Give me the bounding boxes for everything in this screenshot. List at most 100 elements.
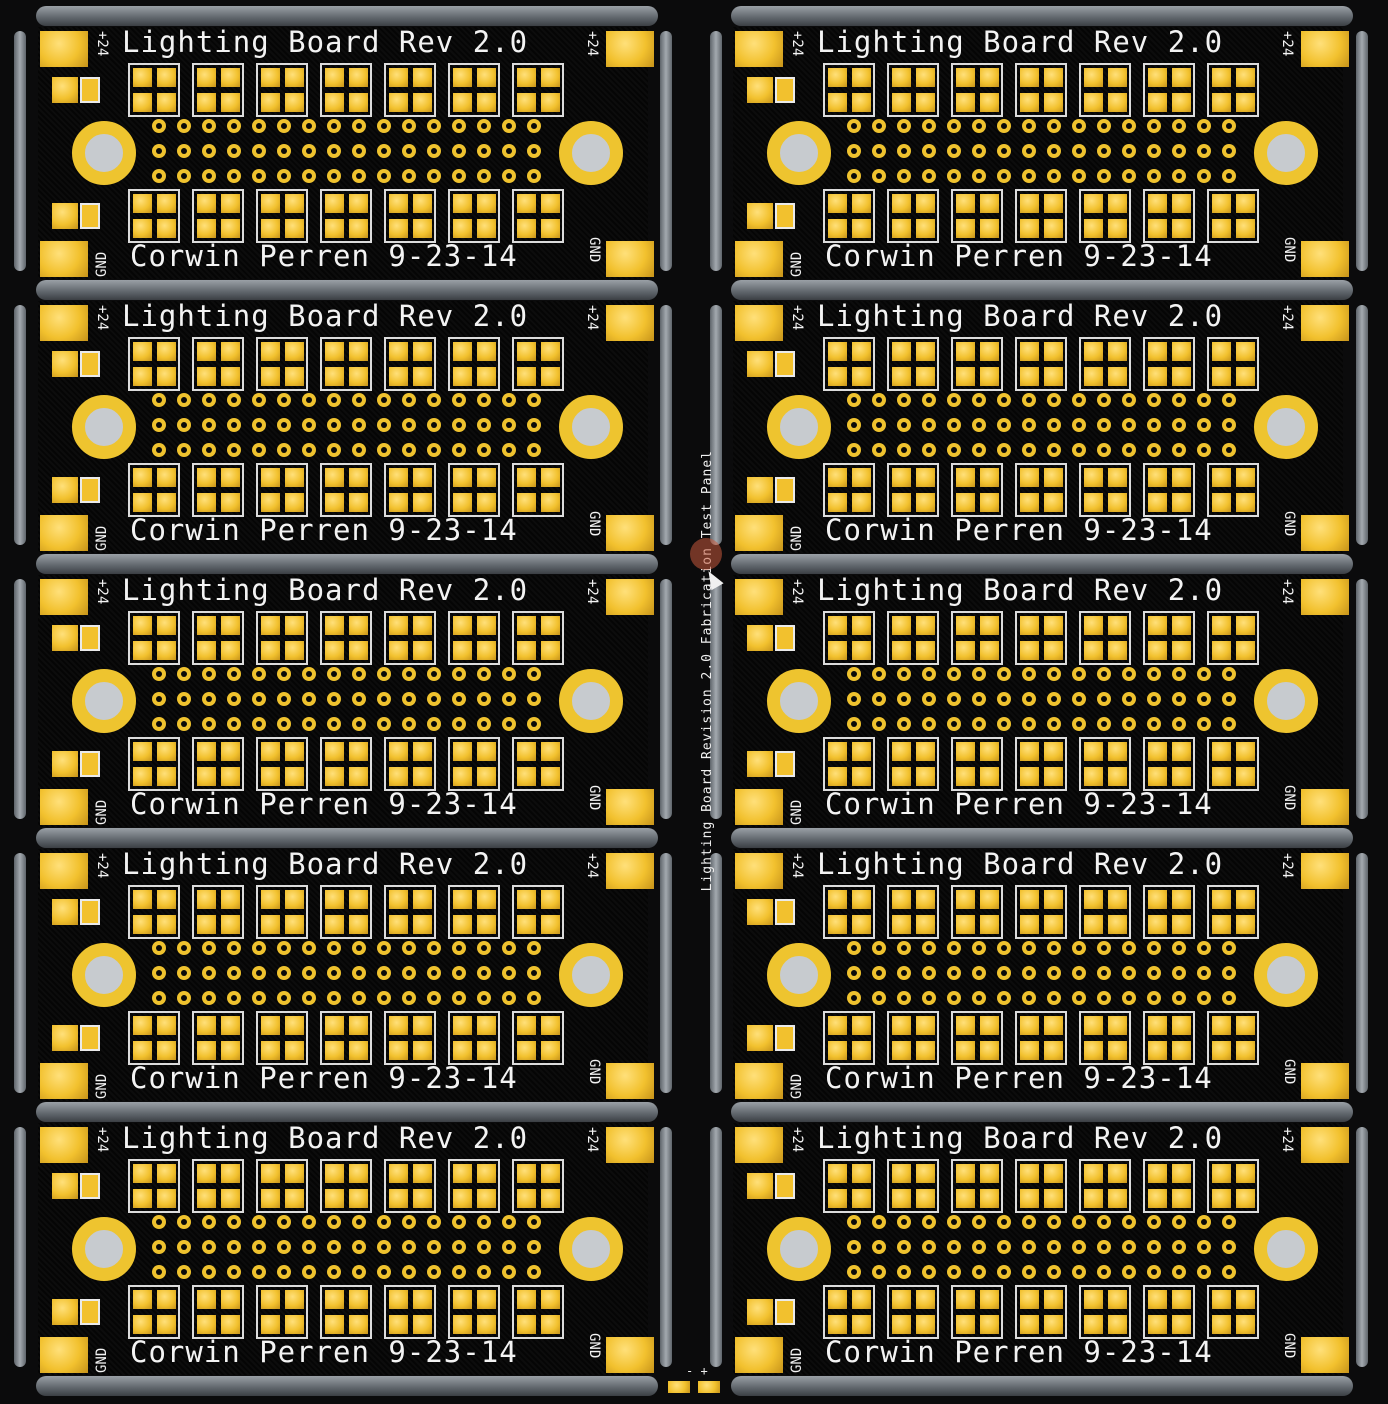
led-pad	[221, 915, 240, 934]
led-pad	[892, 1290, 911, 1309]
through-hole	[1072, 991, 1086, 1005]
led-pad	[453, 616, 472, 635]
through-hole	[1222, 418, 1236, 432]
led-pad	[157, 1315, 176, 1334]
ground-pad-right	[606, 1063, 654, 1099]
component-outline	[775, 625, 795, 651]
through-hole	[227, 667, 241, 681]
through-hole	[502, 119, 516, 133]
through-hole	[872, 119, 886, 133]
through-hole	[177, 393, 191, 407]
led-pad	[956, 1189, 975, 1208]
led-pad-group	[951, 189, 1003, 243]
led-pad-group	[320, 1011, 372, 1065]
led-pad	[980, 767, 999, 786]
through-hole	[527, 443, 541, 457]
led-pad-group	[384, 463, 436, 517]
led-pad-row	[823, 611, 1259, 665]
through-hole	[947, 393, 961, 407]
power-pad-left	[735, 579, 783, 615]
led-pad	[517, 742, 536, 761]
component-outline	[775, 351, 795, 377]
led-pad	[1108, 1290, 1127, 1309]
through-hole	[1047, 692, 1061, 706]
led-pad-row	[128, 189, 564, 243]
led-pad-group	[512, 737, 564, 791]
through-hole	[252, 667, 266, 681]
through-hole	[1097, 941, 1111, 955]
led-pad	[916, 742, 935, 761]
led-pad-row	[823, 463, 1259, 517]
through-hole	[922, 667, 936, 681]
led-pad-group	[1207, 1159, 1259, 1213]
through-hole	[897, 443, 911, 457]
through-hole	[847, 1240, 861, 1254]
through-hole	[1197, 717, 1211, 731]
through-hole	[1072, 1215, 1086, 1229]
through-hole	[327, 144, 341, 158]
through-hole	[1172, 443, 1186, 457]
through-hole	[1022, 393, 1036, 407]
ground-pad-right	[1301, 241, 1349, 277]
led-pad	[389, 93, 408, 112]
through-hole	[1147, 169, 1161, 183]
led-pad	[1084, 890, 1103, 909]
through-hole	[177, 443, 191, 457]
led-pad	[980, 890, 999, 909]
led-pad	[349, 194, 368, 213]
through-hole	[377, 393, 391, 407]
through-hole	[177, 418, 191, 432]
led-pad-group	[951, 1285, 1003, 1339]
through-hole	[897, 1215, 911, 1229]
through-hole	[402, 717, 416, 731]
through-hole	[1072, 966, 1086, 980]
through-hole	[1197, 393, 1211, 407]
through-hole	[327, 443, 341, 457]
through-hole	[327, 119, 341, 133]
led-pad	[852, 641, 871, 660]
ground-label: GND	[586, 1059, 602, 1085]
led-pad	[325, 915, 344, 934]
led-pad	[1108, 1189, 1127, 1208]
component-outline	[775, 1299, 795, 1325]
led-pad	[133, 194, 152, 213]
through-hole	[177, 144, 191, 158]
through-hole	[1172, 418, 1186, 432]
power-pad-right	[606, 31, 654, 67]
led-pad	[453, 194, 472, 213]
led-pad	[852, 93, 871, 112]
led-pad	[892, 641, 911, 660]
through-hole	[922, 1215, 936, 1229]
led-pad	[1108, 367, 1127, 386]
led-pad	[133, 68, 152, 87]
through-hole	[1172, 1240, 1186, 1254]
through-hole	[1122, 119, 1136, 133]
through-hole	[1097, 119, 1111, 133]
through-hole	[402, 144, 416, 158]
through-hole	[502, 1240, 516, 1254]
through-hole	[1022, 1215, 1036, 1229]
led-pad	[980, 1016, 999, 1035]
led-pad	[413, 1189, 432, 1208]
led-pad	[1236, 68, 1255, 87]
led-pad	[325, 468, 344, 487]
led-pad	[1020, 1164, 1039, 1183]
led-pad	[325, 493, 344, 512]
led-pad	[1108, 194, 1127, 213]
led-pad	[852, 1189, 871, 1208]
led-pad-group	[448, 737, 500, 791]
through-hole	[227, 144, 241, 158]
mounting-hole	[559, 121, 623, 185]
led-pad	[285, 1315, 304, 1334]
ground-label: GND	[1281, 1059, 1297, 1085]
through-hole	[352, 991, 366, 1005]
through-hole	[1122, 991, 1136, 1005]
led-pad	[389, 915, 408, 934]
through-hole	[252, 1215, 266, 1229]
through-hole	[1222, 667, 1236, 681]
ground-pad-right	[606, 241, 654, 277]
through-hole	[847, 966, 861, 980]
led-pad	[517, 767, 536, 786]
through-hole	[897, 119, 911, 133]
